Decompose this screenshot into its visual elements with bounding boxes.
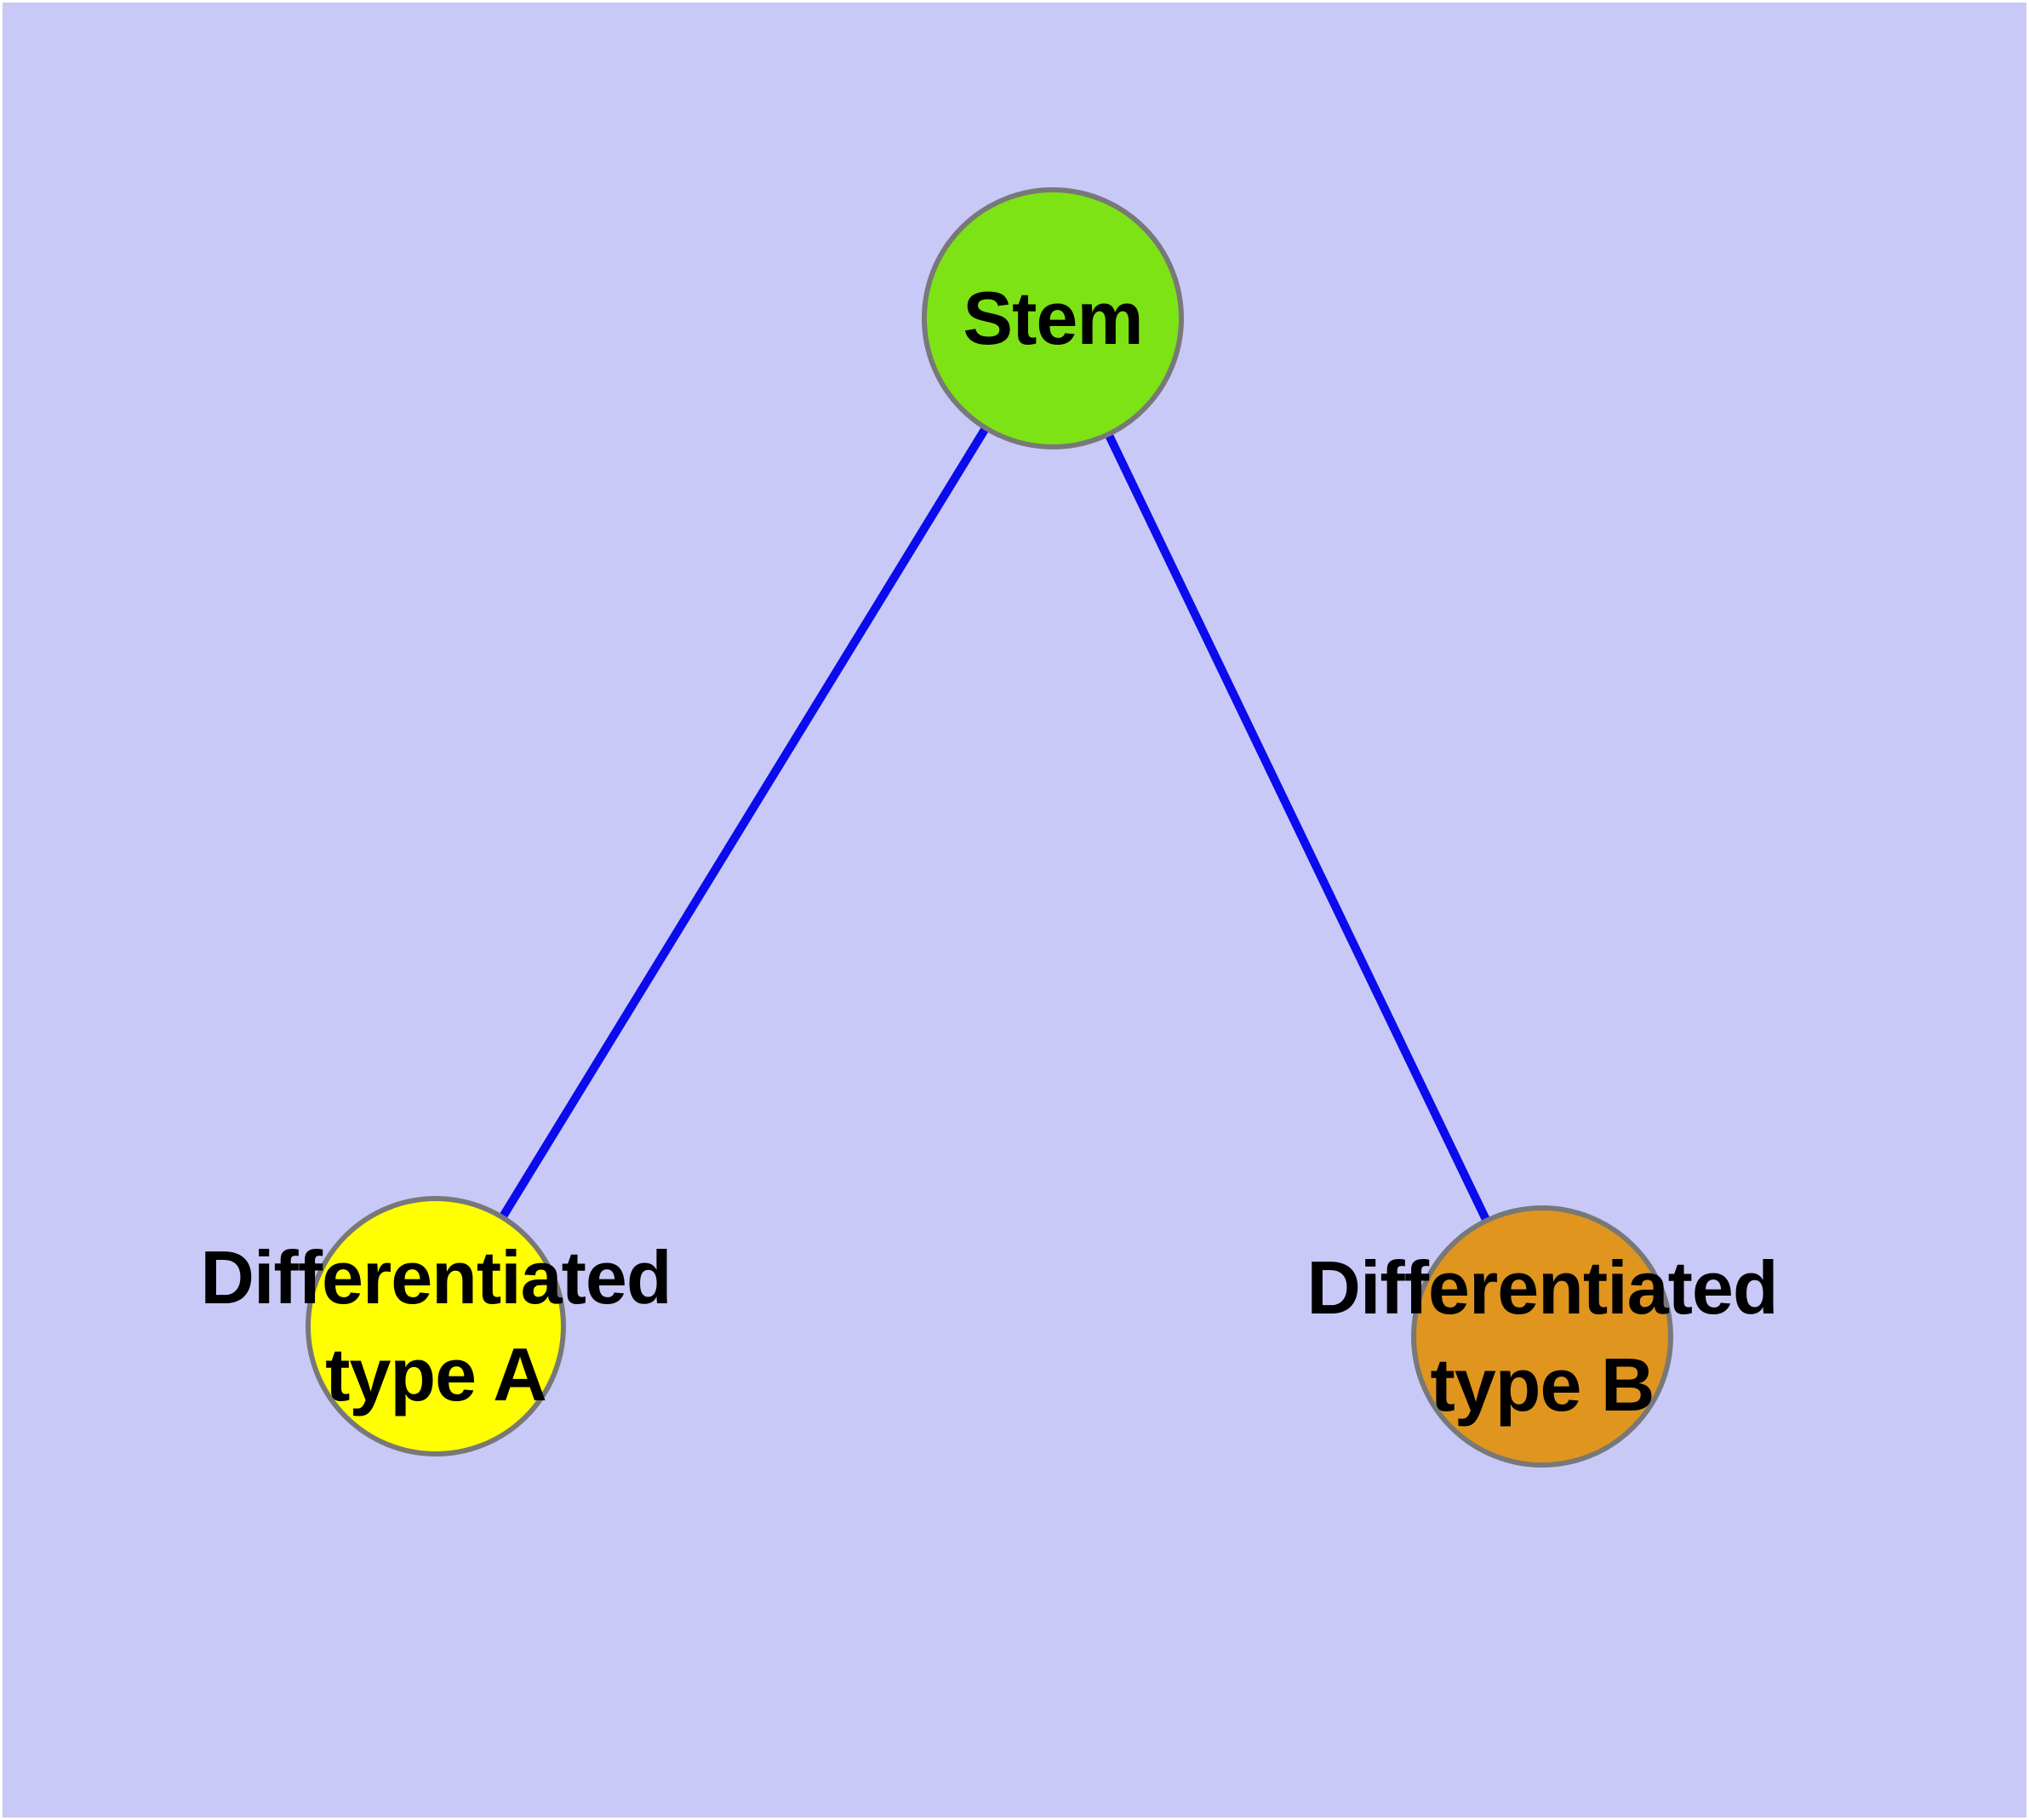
edge-stem-diff-a [432, 316, 1057, 1329]
node-stem-circle [922, 187, 1184, 449]
node-diff-b-circle [1411, 1205, 1673, 1468]
node-diff-a-circle [306, 1196, 566, 1457]
edge-stem-diff-b [1049, 316, 1546, 1339]
